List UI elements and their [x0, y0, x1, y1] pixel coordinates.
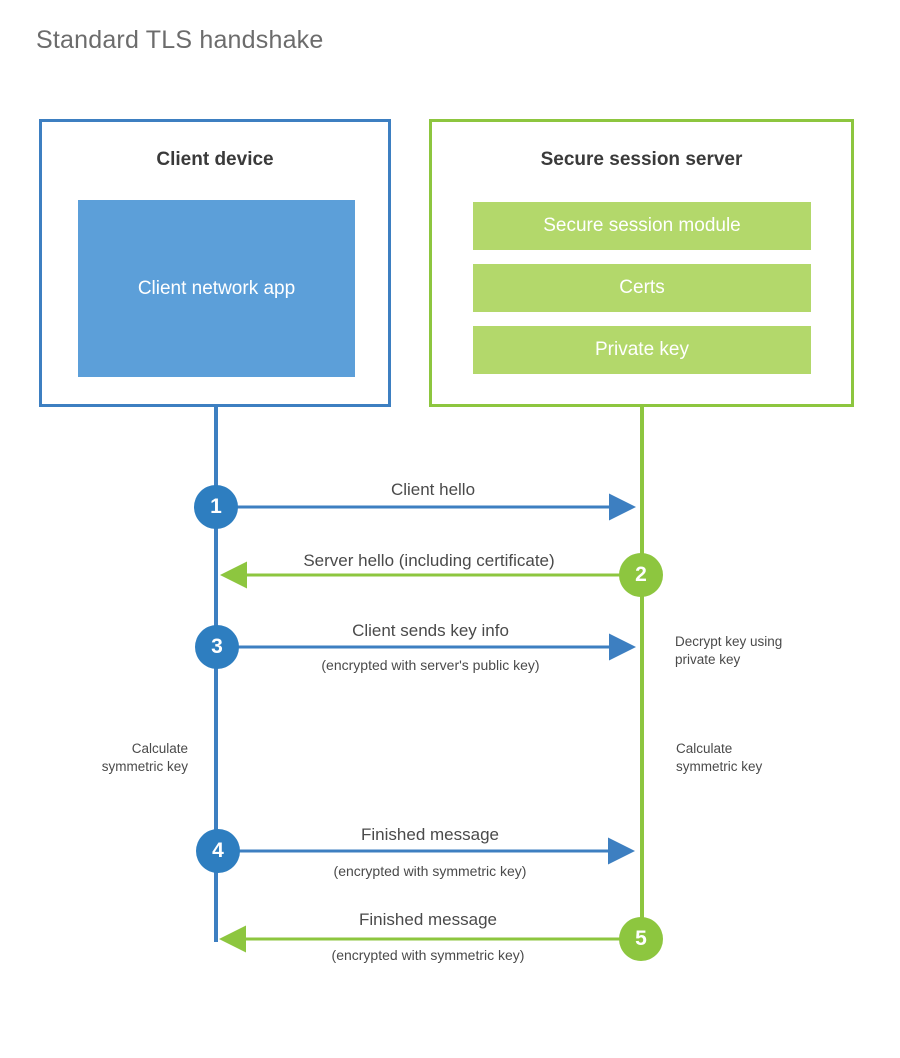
message-sublabel-4: (encrypted with symmetric key) [333, 863, 527, 879]
server-component-certs: Certs [473, 264, 811, 312]
note-decrypt-key-line1: Decrypt key using [675, 634, 783, 649]
note-server-calc-line2: symmetric key [676, 758, 763, 774]
message-label-2: Server hello (including certificate) [303, 551, 555, 570]
note-server-calc-line1: Calculate [676, 741, 733, 756]
note-decrypt-key: Decrypt key using private key [675, 633, 860, 669]
note-server-calculate-symmetric-key: Calculate symmetric key [676, 740, 866, 776]
secure-session-server-title: Secure session server [540, 149, 743, 170]
note-decrypt-key-line2: private key [675, 651, 741, 667]
note-client-calc-line1: Calculate [131, 741, 188, 756]
step-circle-1[interactable]: 1 [194, 485, 238, 529]
server-lifeline [640, 407, 644, 940]
step-circle-2[interactable]: 2 [619, 553, 663, 597]
note-client-calculate-symmetric-key: Calculate symmetric key [20, 740, 188, 776]
client-network-app-box: Client network app [78, 200, 355, 377]
client-device-panel: Client device Client network app [39, 119, 391, 407]
message-sublabel-3: (encrypted with server's public key) [321, 657, 540, 673]
step-circle-3[interactable]: 3 [195, 625, 239, 669]
server-component-secure-session-module: Secure session module [473, 202, 811, 250]
message-sublabel-5: (encrypted with symmetric key) [331, 947, 525, 963]
secure-session-server-panel: Secure session server Secure session mod… [429, 119, 854, 407]
step-circle-4[interactable]: 4 [196, 829, 240, 873]
page-title: Standard TLS handshake [36, 26, 324, 54]
server-component-private-key: Private key [473, 326, 811, 374]
client-device-title: Client device [156, 149, 274, 170]
note-client-calc-line2: symmetric key [101, 758, 188, 774]
client-lifeline [214, 407, 218, 942]
message-label-1: Client hello [390, 480, 476, 499]
step-circle-5[interactable]: 5 [619, 917, 663, 961]
message-label-3: Client sends key info [352, 621, 509, 640]
message-label-5: Finished message [359, 910, 497, 929]
message-label-4: Finished message [361, 825, 499, 844]
